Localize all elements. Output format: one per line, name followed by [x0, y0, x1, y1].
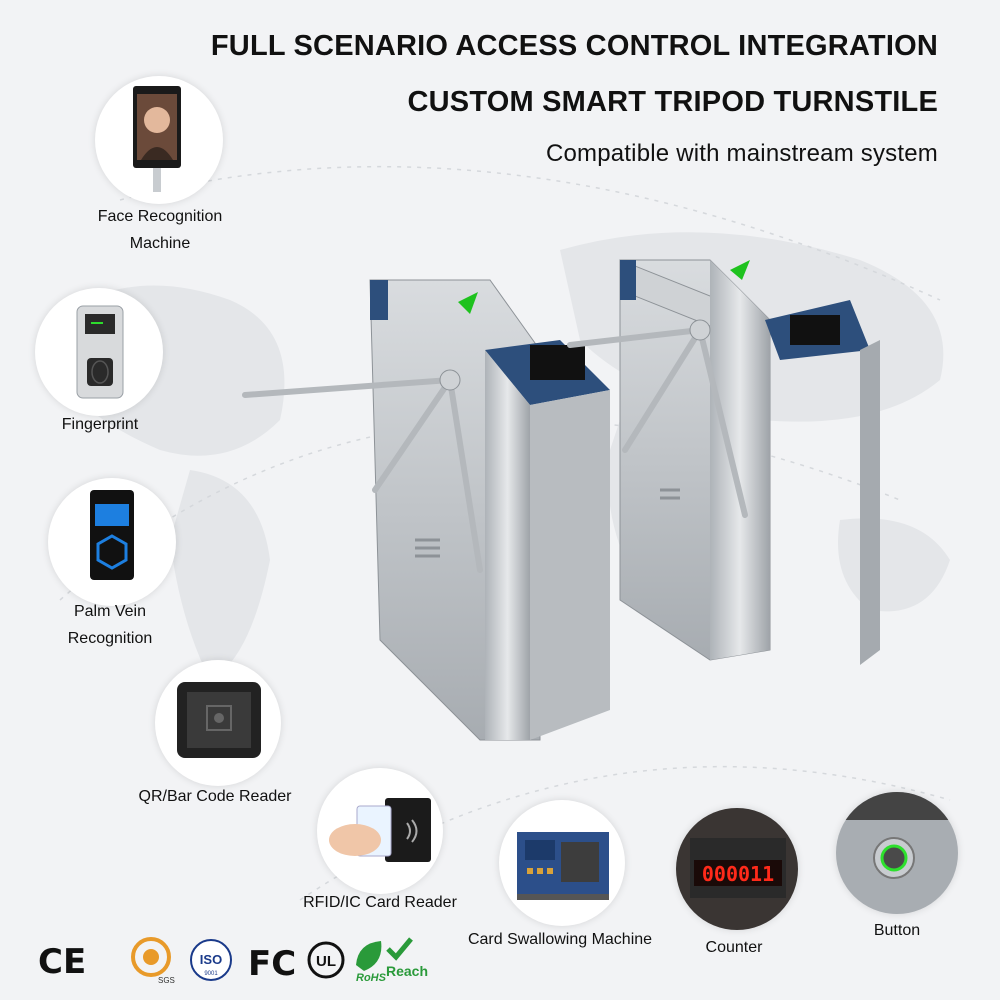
svg-text:SGS: SGS [158, 976, 175, 985]
headline-line-1: FULL SCENARIO ACCESS CONTROL INTEGRATION [210, 30, 938, 62]
iso-mark-icon: ISO 9001 [190, 939, 232, 981]
face-recognition-icon [95, 76, 223, 204]
rohs-mark-icon: RoHS [356, 941, 387, 984]
palm-vein-icon [48, 478, 176, 606]
fingerprint-label: Fingerprint [61, 416, 139, 433]
sgs-mark-icon: SGS [131, 937, 175, 985]
qr-reader-label: QR/Bar Code Reader [138, 788, 292, 805]
counter-label: Counter [705, 939, 763, 956]
counter-display: 000011 [702, 862, 774, 886]
svg-text:Reach: Reach [386, 963, 428, 979]
button-label: Button [873, 922, 921, 939]
qr-reader-icon [155, 660, 281, 786]
ul-mark-icon: UL [307, 941, 345, 979]
palm-vein-label: Palm Vein Recognition [67, 603, 153, 647]
certification-strip: CE SGS ISO 9001 FC UL RoHS Reach [38, 937, 428, 985]
svg-text:9001: 9001 [204, 971, 218, 977]
svg-text:ISO: ISO [200, 952, 222, 967]
button-icon [836, 792, 958, 914]
rfid-card-icon [317, 768, 443, 894]
face-recognition-label: Face Recognition Machine [97, 208, 223, 252]
svg-text:CE: CE [38, 942, 86, 982]
card-swallowing-label: Card Swallowing Machine [467, 931, 653, 948]
ce-mark-icon: CE [38, 942, 86, 982]
headline-line-3: Compatible with mainstream system [545, 140, 938, 167]
svg-text:RoHS: RoHS [356, 972, 387, 984]
counter-icon: 000011 [676, 808, 798, 930]
tripod-turnstile-image [242, 259, 880, 741]
headline-line-2: CUSTOM SMART TRIPOD TURNSTILE [407, 86, 938, 118]
card-swallowing-icon [499, 800, 625, 926]
fingerprint-icon [35, 288, 163, 416]
fc-mark-icon: FC [248, 944, 296, 984]
reach-mark-icon: Reach [386, 937, 428, 979]
rfid-card-label: RFID/IC Card Reader [303, 894, 457, 911]
svg-text:UL: UL [316, 953, 336, 970]
svg-text:FC: FC [248, 944, 296, 984]
